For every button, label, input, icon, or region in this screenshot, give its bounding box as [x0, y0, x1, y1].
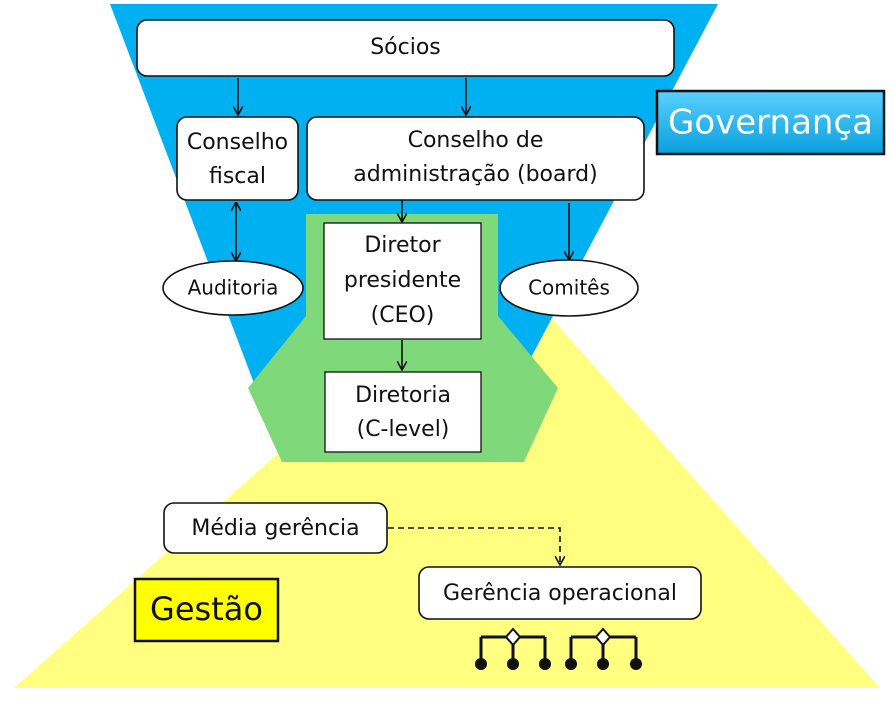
socios-label: Sócios — [370, 35, 441, 60]
governanca-label: Governança — [668, 103, 873, 143]
comites-label: Comitês — [528, 276, 610, 300]
socios-node: Sócios — [136, 19, 675, 77]
conselho-fiscal-label-line2: fiscal — [209, 164, 266, 189]
ceo-label-line3: (CEO) — [371, 303, 435, 328]
org-chart-icon — [475, 627, 551, 670]
gestao-label-box: Gestão — [133, 577, 280, 643]
comites-node: Comitês — [499, 259, 639, 317]
conselho-administracao-label-line1: Conselho de — [408, 128, 544, 153]
governance-funnel — [110, 4, 718, 420]
media-gerencia-label: Média gerência — [191, 516, 359, 541]
diretoria-node: Diretoria (C-level) — [324, 371, 482, 453]
diretoria-label-line1: Diretoria — [355, 383, 451, 408]
ceo-label-line2: presidente — [344, 268, 461, 293]
conselho-administracao-node: Conselho de administração (board) — [306, 116, 645, 201]
conselho-fiscal-node: Conselho fiscal — [176, 116, 299, 201]
dashed-arrow-media-to-operacional — [388, 527, 560, 564]
ceo-label-line1: Diretor — [364, 233, 441, 258]
auditoria-node: Auditoria — [162, 260, 304, 316]
governanca-label-box: Governança — [655, 89, 886, 156]
conselho-administracao-label-line2: administração (board) — [353, 162, 597, 187]
gestao-label: Gestão — [150, 590, 263, 628]
org-chart-icon — [565, 627, 642, 670]
media-gerencia-node: Média gerência — [163, 502, 388, 554]
ceo-node: Diretor presidente (CEO) — [323, 222, 482, 340]
gerencia-operacional-label: Gerência operacional — [443, 581, 677, 606]
diretoria-label-line2: (C-level) — [357, 417, 450, 442]
conselho-fiscal-label-line1: Conselho — [187, 130, 288, 155]
auditoria-label: Auditoria — [188, 276, 279, 300]
gerencia-operacional-node: Gerência operacional — [418, 566, 702, 620]
